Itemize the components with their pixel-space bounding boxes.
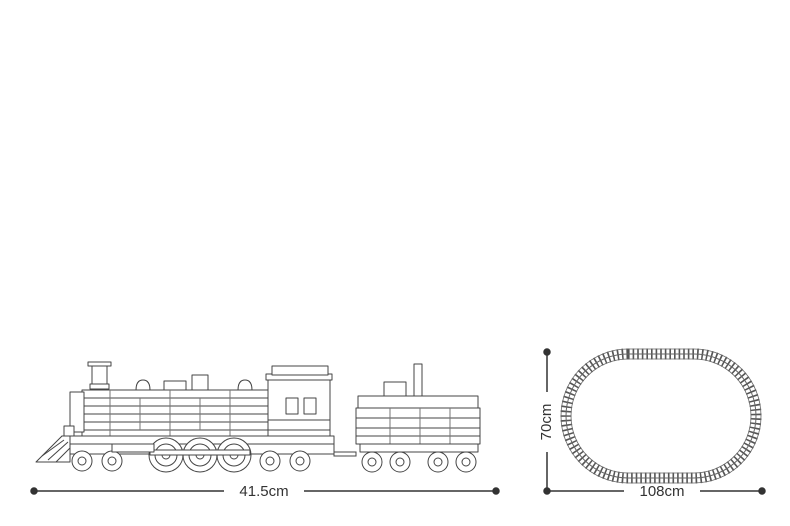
steam-locomotive-icon [35, 361, 335, 473]
track-width-label: 108cm [639, 483, 684, 500]
coupler-icon [333, 451, 357, 457]
train-length-label: 41.5cm [239, 483, 288, 500]
track-width-dimension [547, 487, 766, 495]
train-length-dimension [30, 487, 500, 495]
track-height-label: 70cm [538, 404, 555, 441]
oval-track-icon [560, 348, 762, 484]
coal-tender-icon [355, 363, 481, 473]
